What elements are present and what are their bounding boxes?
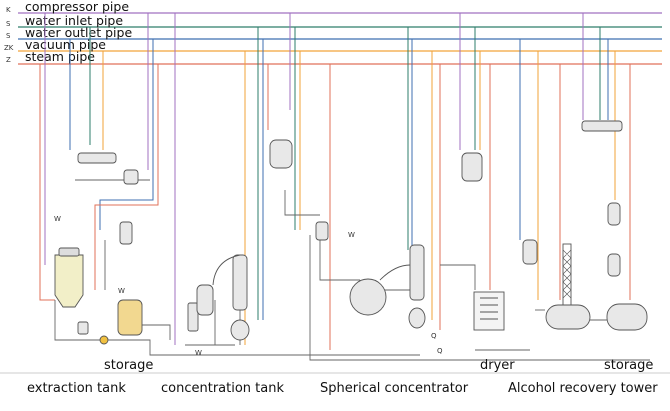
vertical-pipes <box>39 13 631 350</box>
condenser-top-right <box>581 120 623 132</box>
concentrator-bottom <box>230 319 250 341</box>
spherical-equipment <box>349 152 505 331</box>
recovery-horizontal-tank <box>545 304 591 330</box>
legend-name-compressor: compressor pipe <box>25 0 129 14</box>
legend-name-water-outlet: water outlet pipe <box>25 25 132 40</box>
legend-code-z: Z <box>6 56 11 64</box>
condenser-left <box>77 152 117 164</box>
extraction-tank-top <box>58 247 80 257</box>
process-lines <box>54 179 650 361</box>
spherical-column <box>409 244 425 301</box>
extraction-tank <box>54 254 84 308</box>
legend-code-s2: S <box>6 32 11 40</box>
storage-tank-left <box>117 299 143 336</box>
tag-w4: W <box>348 231 355 239</box>
section-alcohol: Alcohol recovery tower <box>508 381 658 396</box>
concentration-equipment <box>187 139 329 341</box>
alcohol-equipment <box>522 120 648 331</box>
section-concentration: concentration tank <box>161 381 284 396</box>
tag-w3: W <box>195 349 202 357</box>
legend-name-steam: steam pipe <box>25 49 95 64</box>
section-spherical: Spherical concentrator <box>320 381 469 396</box>
separator-left <box>123 169 139 185</box>
small-vessel-right-1 <box>607 202 621 226</box>
cooler-left <box>119 221 133 245</box>
legend-code-zk: ZK <box>4 44 14 52</box>
separator-centre <box>315 221 329 241</box>
pump-left <box>99 335 109 345</box>
tag-w2: W <box>118 287 125 295</box>
tags: W W W W Q Q <box>54 215 443 357</box>
storage-tank-right <box>606 303 648 331</box>
legend-code-k: K <box>6 6 11 14</box>
caption-dryer: dryer <box>480 358 515 373</box>
section-extraction: extraction tank <box>27 381 126 396</box>
tank-top-centre <box>269 139 293 169</box>
spherical-bottom <box>408 307 426 329</box>
receiver-right <box>522 239 538 265</box>
tag-w1: W <box>54 215 61 223</box>
legend-name-water-inlet: water inlet pipe <box>25 13 123 28</box>
tank-upper-right <box>461 152 483 182</box>
condenser-conc <box>187 302 199 332</box>
extraction-equipment <box>54 152 143 345</box>
evaporator-conc-2 <box>232 254 248 311</box>
small-vessel-right-2 <box>607 253 621 277</box>
tag-q1: Q <box>431 332 437 340</box>
filter-small <box>77 321 89 335</box>
tag-q2: Q <box>437 347 443 355</box>
evaporator-conc-1 <box>196 284 214 316</box>
caption-storage-right: storage <box>604 358 653 373</box>
legend-code-s1: S <box>6 20 11 28</box>
spherical-concentrator <box>349 278 387 316</box>
caption-storage-left: storage <box>104 358 153 373</box>
